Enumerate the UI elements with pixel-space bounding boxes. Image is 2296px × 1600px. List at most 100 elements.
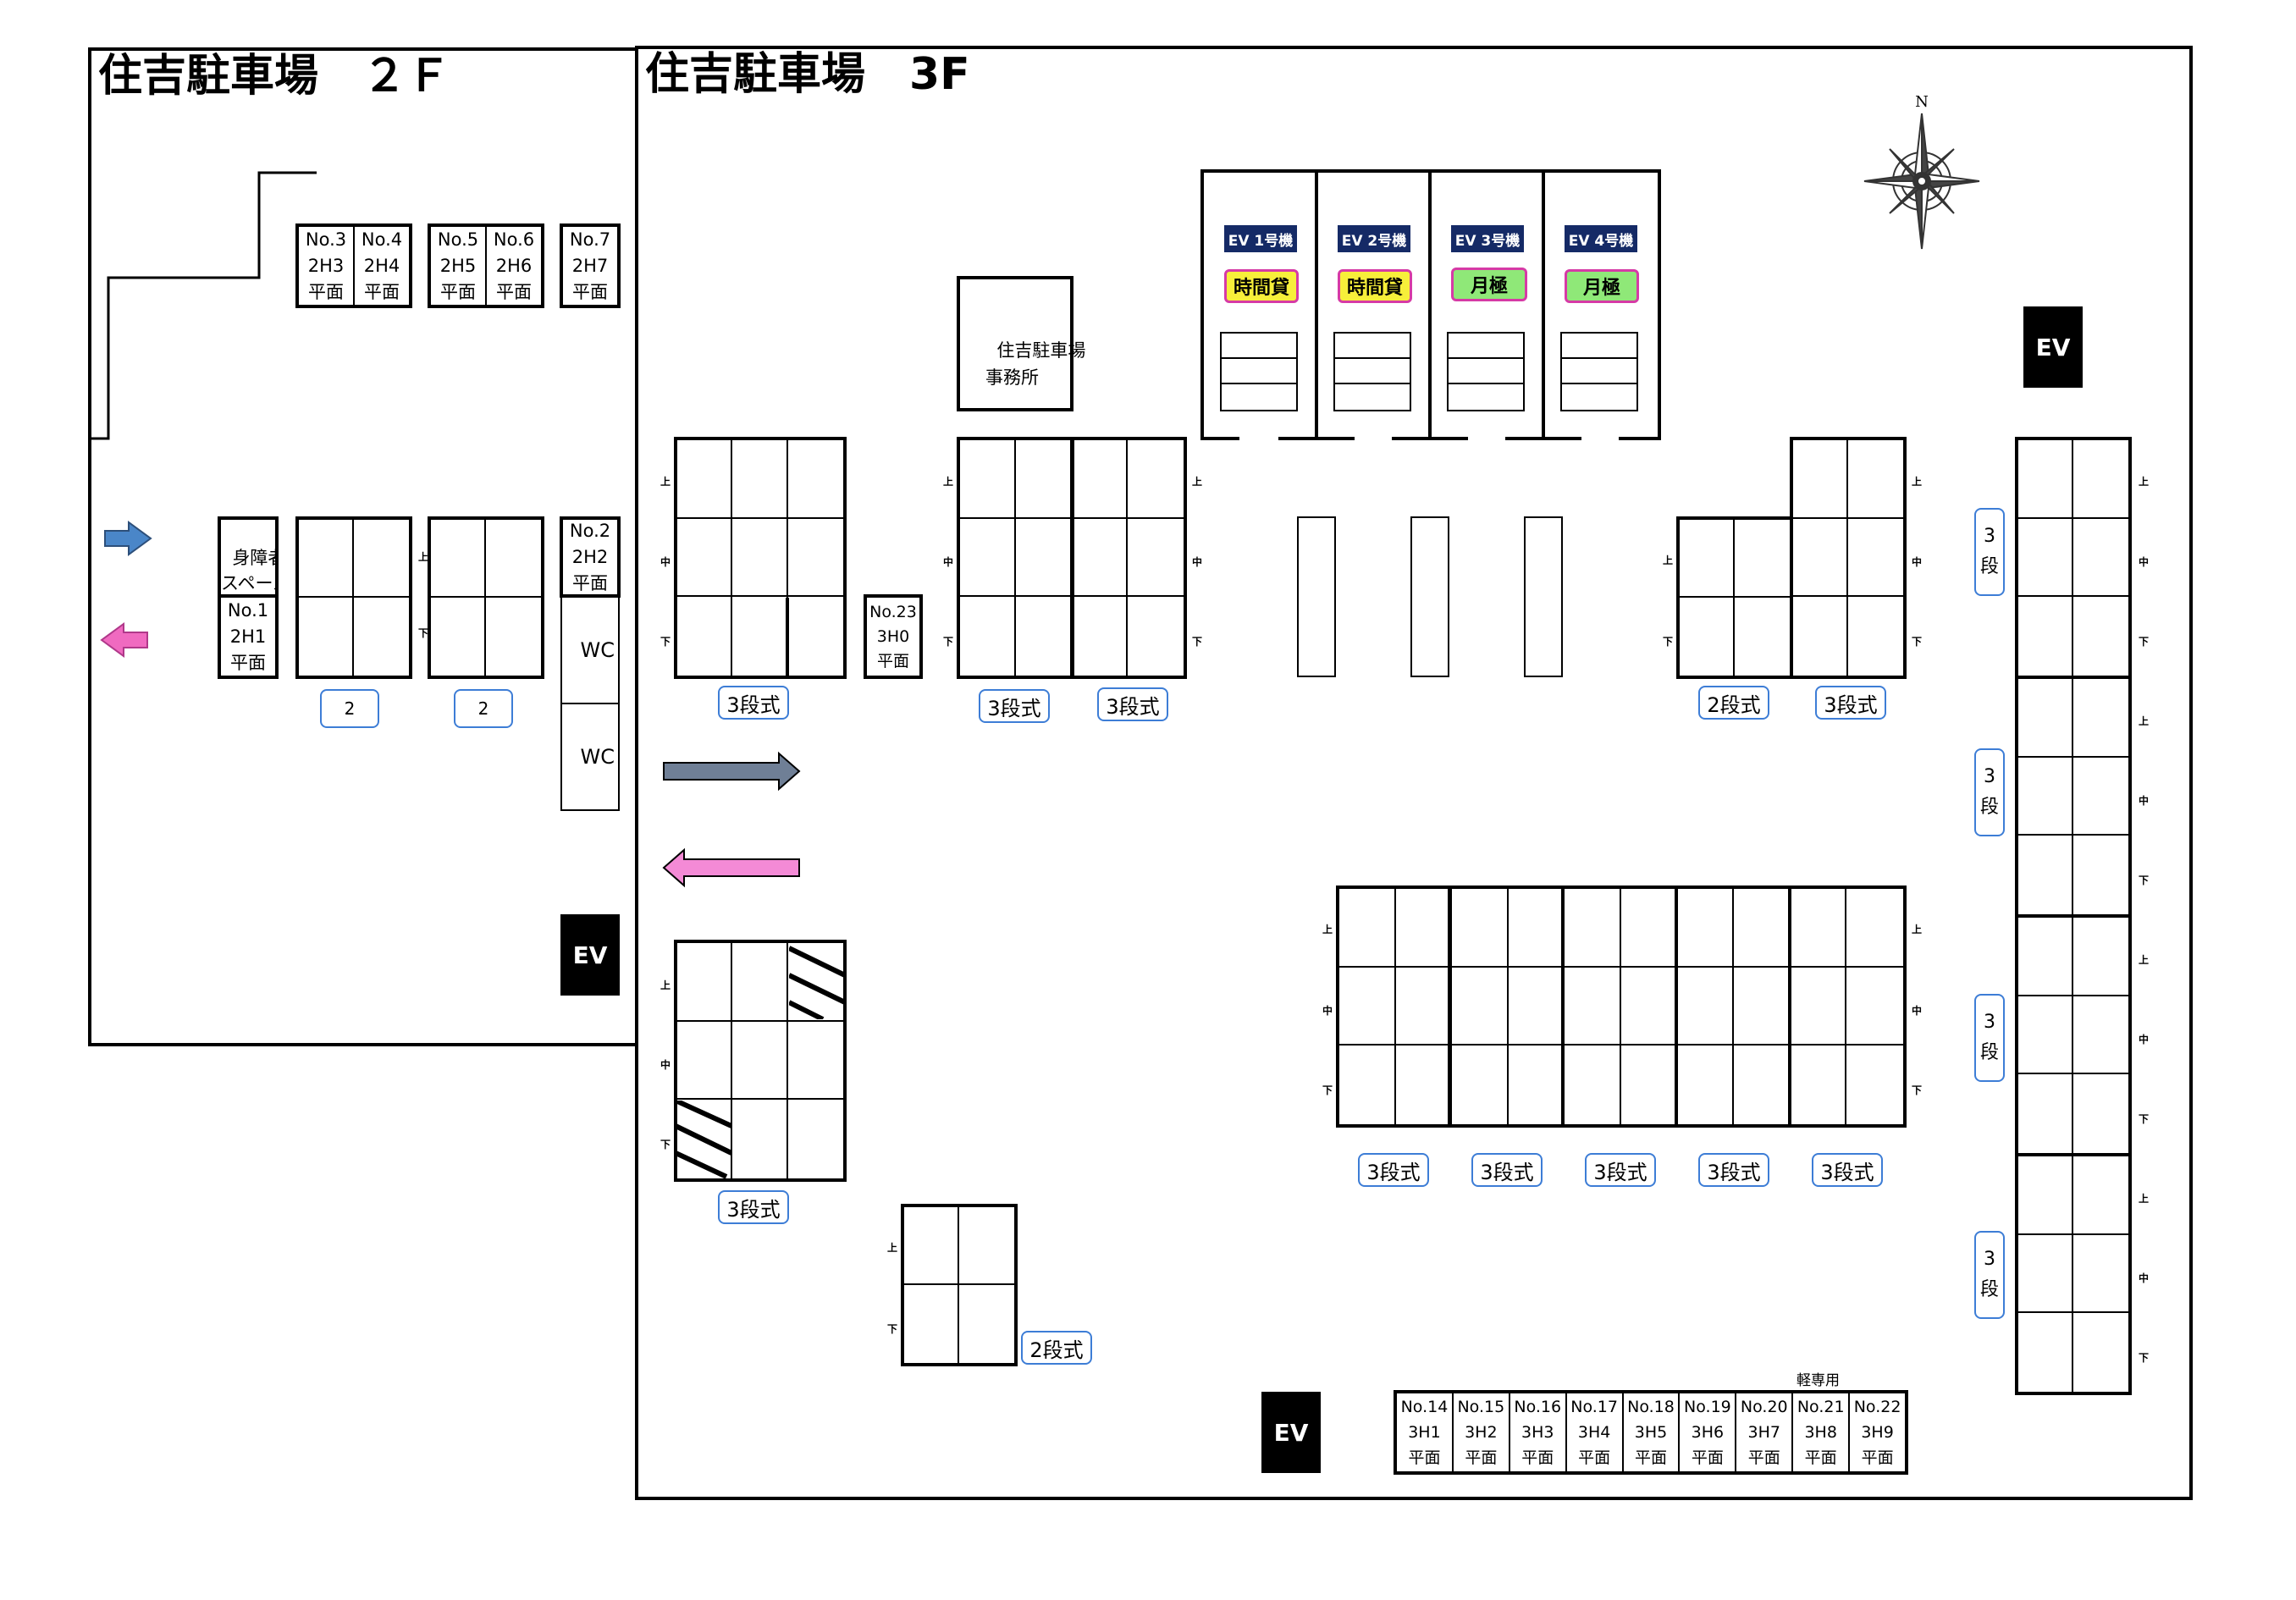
lift-slot — [1339, 889, 1396, 968]
car-elevator-1-type-badge: 時間貸 — [1224, 269, 1299, 303]
lift-parking-2f-b[interactable] — [428, 516, 544, 679]
car-elevator-4-label: EV 4号機 — [1565, 225, 1637, 252]
lift-slot — [1734, 967, 1791, 1046]
lift-slot — [1678, 1046, 1735, 1124]
lift-parking-east-2[interactable] — [2015, 676, 2132, 918]
lift-type-badge: 3段式 — [1097, 687, 1168, 721]
lift-slot — [1846, 968, 1903, 1046]
entry-arrow-icon — [663, 751, 801, 792]
lift-slot — [2073, 1235, 2128, 1314]
lift-slot — [1222, 359, 1296, 384]
disabled-parking-space[interactable]: 身障者 スペース — [218, 516, 279, 596]
parking-office[interactable]: 住吉駐車場 事務所 — [957, 276, 1085, 411]
lift-type-badge: 2段式 — [1021, 1331, 1092, 1365]
lift-slot — [904, 1207, 959, 1285]
floor-3-title: 住吉駐車場 3F — [645, 49, 970, 100]
parking-space-group-2h3-2h4: No.3 2H3 平面 No.4 2H4 平面 — [295, 223, 412, 308]
lift-type-badge: 3段式 — [1358, 1153, 1429, 1187]
parking-space-2h1[interactable]: No.1 2H1 平面 — [218, 594, 279, 679]
lift-slot — [2073, 918, 2128, 996]
lift-parking-east-4[interactable] — [2015, 1153, 2132, 1395]
lift-type-badge: 3段式 — [979, 689, 1050, 723]
lift-slot — [1848, 519, 1903, 598]
lift-slot — [788, 597, 843, 676]
lift-slot — [732, 597, 788, 676]
lift-slot — [1790, 967, 1847, 1046]
lift-slot — [1680, 598, 1735, 676]
lift-parking-east-1[interactable] — [2015, 437, 2132, 679]
lift-parking-2f-a[interactable] — [295, 516, 412, 679]
lift-slot — [354, 520, 409, 598]
lift-parking-e[interactable] — [1790, 437, 1907, 679]
lift-capacity-badge: 2 — [320, 689, 379, 728]
lift-slot — [1072, 597, 1128, 676]
waiting-stall — [1297, 516, 1336, 677]
lift-slot — [959, 1207, 1014, 1285]
parking-space-2h4[interactable]: No.4 2H4 平面 — [353, 227, 409, 305]
lift-slot — [299, 598, 354, 676]
lift-slot — [2018, 757, 2073, 836]
lift-slot — [1335, 334, 1410, 359]
car-elevator-2-type-badge: 時間貸 — [1338, 269, 1412, 303]
lift-slot — [354, 598, 409, 676]
lift-slot — [2073, 1313, 2128, 1392]
lift-type-badge: 3段式 — [1585, 1153, 1656, 1187]
lift-slot — [1128, 597, 1184, 676]
lift-slot — [1508, 967, 1565, 1046]
lift-type-badge: 3段式 — [1812, 1153, 1883, 1187]
lift-parking-east-3[interactable] — [2015, 914, 2132, 1156]
lift-slot — [1791, 1046, 1847, 1124]
car-elevator-3-label: EV 3号機 — [1451, 225, 1524, 252]
compass-north-icon: N — [1863, 93, 1980, 250]
lift-slot — [677, 943, 733, 1022]
lift-slot — [787, 440, 843, 519]
elevator-3f-south[interactable]: EV — [1261, 1392, 1321, 1473]
lift-slot — [677, 1021, 733, 1101]
lift-slot — [1565, 1046, 1621, 1124]
level-up-mark: 上 — [418, 551, 429, 563]
parking-space-2h5[interactable]: No.5 2H5 平面 — [437, 229, 479, 302]
parking-space-2h2[interactable]: No.2 2H2 平面 — [560, 516, 621, 598]
lift-slot — [1335, 384, 1410, 410]
lift-slot — [788, 1100, 843, 1178]
lift-type-badge: 3段式 — [1471, 1153, 1543, 1187]
parking-space-2h6[interactable]: No.6 2H6 平面 — [485, 227, 541, 305]
elevator-3f-northeast[interactable]: EV — [2023, 306, 2083, 388]
restroom-wc[interactable]: WC — [560, 596, 620, 704]
lift-slot — [2018, 1156, 2073, 1235]
lift-slot — [2073, 440, 2128, 519]
restroom-wc[interactable]: WC — [560, 703, 620, 811]
lift-slot — [1562, 359, 1636, 384]
lift-parking-a[interactable] — [674, 437, 847, 679]
lift-slot — [1509, 1046, 1565, 1124]
lift-slot — [959, 1285, 1014, 1363]
parking-space-2h7[interactable]: No.7 2H7 平面 — [560, 223, 621, 308]
lift-parking-g[interactable] — [901, 1204, 1018, 1366]
parking-space-2h3[interactable]: No.3 2H3 平面 — [305, 229, 347, 302]
lift-parking-h[interactable] — [1336, 886, 1907, 1128]
lift-slot — [1620, 889, 1678, 968]
kei-car-only-label: 軽専用 — [1797, 1372, 1840, 1389]
lift-slot — [787, 1022, 843, 1101]
elevator-2f[interactable]: EV — [560, 914, 620, 996]
lift-slot — [431, 598, 486, 676]
lift-slot — [2018, 597, 2073, 676]
lift-slot — [1396, 1046, 1453, 1124]
lift-slot — [2073, 679, 2128, 758]
lift-slot — [677, 440, 733, 519]
lift-slot — [2073, 519, 2128, 598]
parking-space-3h0[interactable]: No.23 3H0 平面 — [864, 594, 923, 679]
lift-slot — [677, 518, 733, 598]
car-elevator-4-type-badge: 月極 — [1565, 269, 1639, 303]
lift-parking-d[interactable] — [1676, 516, 1793, 679]
lift-slot — [732, 943, 788, 1022]
